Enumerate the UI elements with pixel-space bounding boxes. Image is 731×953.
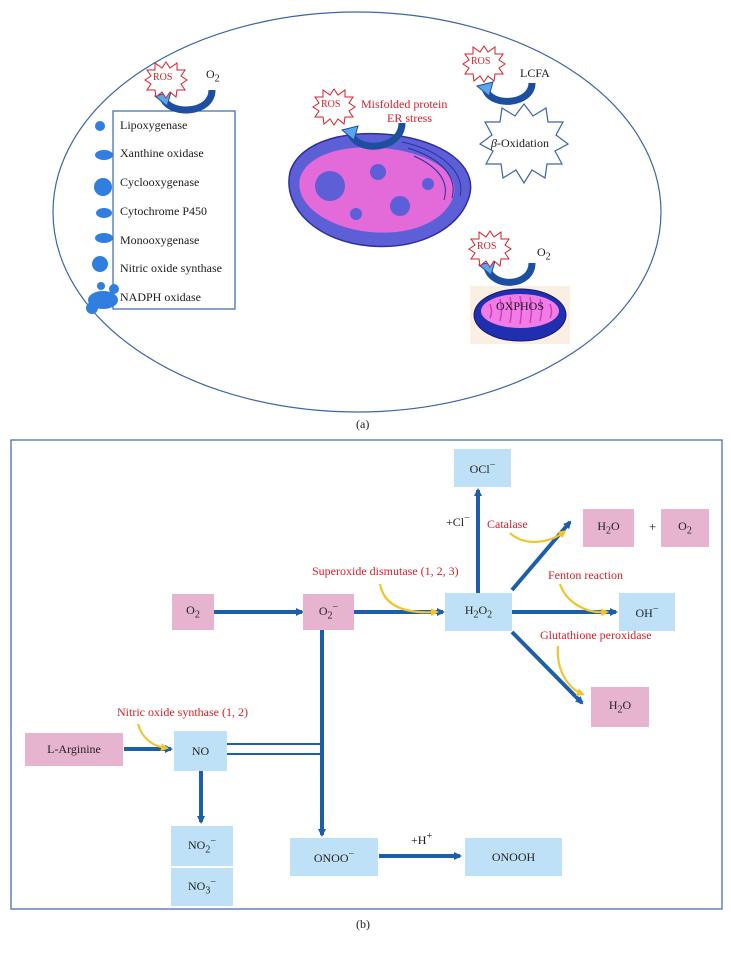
- box-nitric-oxide: NO: [174, 731, 227, 771]
- sod-curve: [378, 583, 439, 617]
- er-label-stress: ER stress: [387, 111, 432, 125]
- peroxynitrous-acid-label: ONOOH: [491, 849, 536, 864]
- enzyme-label-sod: Superoxide dismutase (1, 2, 3): [312, 564, 459, 578]
- superoxide-label: O2−: [318, 602, 339, 622]
- oxygen-label: O2: [186, 603, 200, 621]
- fenton-curve: [558, 583, 609, 617]
- enzyme-nadph-oxidase: NADPH oxidase: [120, 290, 201, 304]
- peroxynitrite-label: ONOO−: [313, 848, 355, 865]
- lipoxygenase-blob: [95, 121, 105, 131]
- enzyme-nitric-oxide-synthase: Nitric oxide synthase: [120, 261, 222, 275]
- enzyme-label-nos: Nitric oxide synthase (1, 2): [117, 705, 248, 719]
- box-peroxynitrite: ONOO−: [290, 838, 378, 876]
- box-peroxynitrous-acid: ONOOH: [465, 838, 562, 876]
- box-hydrogen-peroxide: H2O2: [445, 593, 512, 631]
- enzyme-blobs: [86, 121, 119, 314]
- nitrate-label: NO3−: [188, 877, 216, 897]
- box-oxygen-product: O2: [661, 509, 709, 547]
- o2-label-mito: O2: [537, 245, 551, 263]
- enzyme-list-box: [112, 110, 236, 310]
- box-hypochlorite: OCl−: [454, 449, 511, 487]
- box-l-arginine: L-Arginine: [25, 733, 123, 766]
- water-top-label: H2O: [597, 519, 620, 537]
- ros-burst-er: [312, 88, 356, 126]
- box-nitrite: NO2−: [171, 826, 233, 866]
- box-nitrate: NO3−: [171, 868, 233, 906]
- ros-label-er: ROS: [321, 99, 341, 110]
- l-arginine-label: L-Arginine: [47, 742, 101, 756]
- enzyme-lipoxygenase: Lipoxygenase: [120, 118, 188, 132]
- enzyme-monooxygenase: Monooxygenase: [120, 233, 200, 247]
- beta-oxidation-label: β-Oxidation: [491, 136, 549, 150]
- nos-curve: [136, 723, 169, 752]
- ros-burst-left: [144, 61, 188, 99]
- box-water-top: H2O: [583, 509, 634, 547]
- nos-blob: [92, 256, 108, 272]
- caption-b: (b): [356, 917, 370, 931]
- cyclooxygenase-blob: [94, 178, 112, 196]
- mitochondrion: [470, 286, 570, 344]
- enzyme-xanthine-oxidase: Xanthine oxidase: [120, 146, 204, 160]
- ros-burst-lcfa: [462, 45, 506, 83]
- cytochrome-p450-blob: [96, 208, 112, 218]
- ros-label-lcfa: ROS: [471, 56, 491, 67]
- arrow-h2o2-to-water: [510, 630, 584, 705]
- er-label-misfolded: Misfolded protein: [361, 97, 448, 111]
- box-superoxide: O2−: [303, 594, 354, 630]
- hydroxide-label: OH−: [635, 603, 659, 620]
- plus-sign: +: [649, 519, 657, 534]
- enzyme-cyclooxygenase: Cyclooxygenase: [120, 175, 200, 189]
- ros-label-mito: ROS: [477, 241, 497, 252]
- caption-a: (a): [356, 417, 370, 431]
- chloride-label: +Cl−: [446, 513, 470, 529]
- ros-label-left: ROS: [153, 72, 173, 83]
- enzyme-label-fenton: Fenton reaction: [548, 568, 623, 582]
- box-hydroxide: OH−: [619, 593, 675, 631]
- hypochlorite-label: OCl−: [469, 459, 496, 476]
- ros-burst-mito: [468, 230, 512, 268]
- enzyme-label-gpx: Glutathione peroxidase: [540, 628, 652, 642]
- er-organelle: [288, 132, 472, 248]
- enzyme-cytochrome-p450: Cytochrome P450: [120, 204, 207, 218]
- nitric-oxide-label: NO: [191, 743, 210, 758]
- hydrogen-peroxide-label: H2O2: [464, 603, 493, 621]
- lcfa-label: LCFA: [520, 66, 550, 80]
- beta-oxidation-burst: [478, 103, 570, 185]
- xanthine-oxidase-blob: [95, 150, 113, 160]
- water-bottom-label: H2O: [608, 698, 632, 716]
- box-oxygen: O2: [172, 594, 214, 630]
- box-water-bottom: H2O: [591, 687, 649, 727]
- monooxygenase-blob: [95, 233, 113, 243]
- enzyme-label-catalase: Catalase: [487, 517, 528, 531]
- gpx-curve: [556, 645, 585, 696]
- catalase-curve: [509, 530, 567, 543]
- oxygen-product-label: O2: [678, 519, 692, 537]
- oxphos-label: OXPHOS: [496, 299, 545, 313]
- proton-label: +H+: [411, 831, 433, 847]
- o2-label-left: O2: [206, 67, 220, 85]
- nitrite-label: NO2−: [188, 836, 216, 856]
- nadph-oxidase-blob: [86, 282, 119, 314]
